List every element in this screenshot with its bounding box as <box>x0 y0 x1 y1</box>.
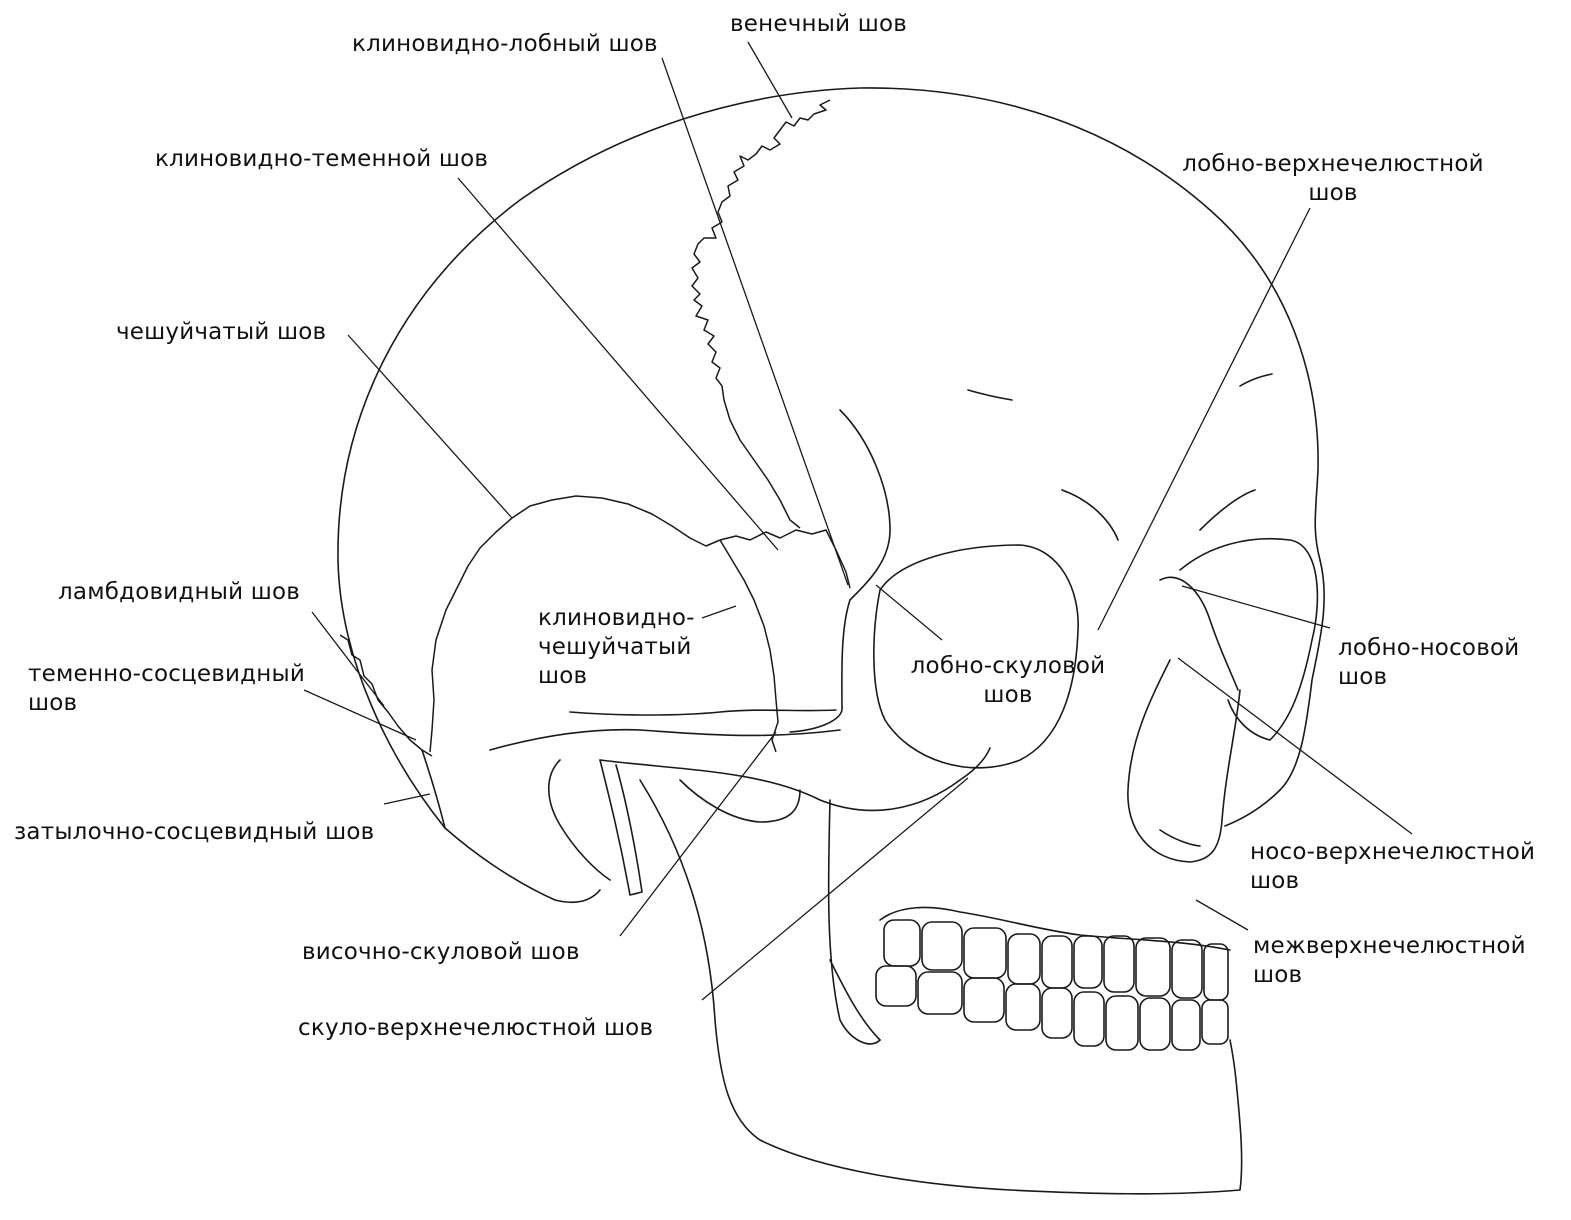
label-squamous-suture: чешуйчатый шов <box>116 318 326 347</box>
label-frontozygomatic-suture: лобно-скуловой шов <box>900 652 1116 710</box>
label-frontomaxillary-suture: лобно-верхнечелюстной шов <box>1168 150 1498 208</box>
coronal-suture <box>692 100 830 528</box>
nasal-aperture <box>1128 660 1240 862</box>
nasal-septum <box>1160 830 1200 846</box>
label-sphenosquamous-suture: клиновидно- чешуйчатый шов <box>538 604 695 691</box>
styloid-process <box>600 760 642 895</box>
label-line: шов <box>1338 663 1519 692</box>
occipitomastoid-suture <box>422 750 445 828</box>
label-line: шов <box>900 681 1116 710</box>
label-line: шов <box>28 689 305 718</box>
zygomatic-arch-lower <box>600 748 990 810</box>
temporal-line <box>570 710 836 715</box>
condyle-outline <box>680 780 800 822</box>
pterion-outline <box>720 530 850 588</box>
mandible-ramus-front <box>830 960 880 1040</box>
label-coronal-suture: венечный шов <box>730 10 907 39</box>
label-line: шов <box>1253 961 1526 990</box>
label-line: клиновидно- <box>538 604 695 633</box>
label-line: носо-верхнечелюстной <box>1250 838 1535 867</box>
brow-arc-2 <box>1062 490 1118 540</box>
upper-teeth <box>880 907 1230 1000</box>
label-intermaxillary-suture: межверхнечелюстной шов <box>1253 932 1526 990</box>
label-sphenofrontal-suture: клиновидно-лобный шов <box>352 30 658 59</box>
label-occipitomastoid-suture: затылочно-сосцевидный шов <box>14 818 374 847</box>
label-nasomaxillary-suture: носо-верхнечелюстной шов <box>1250 838 1535 896</box>
lower-teeth <box>876 966 1228 1050</box>
label-line: межверхнечелюстной <box>1253 932 1526 961</box>
brow-arc-3 <box>1240 374 1272 386</box>
label-line: лобно-верхнечелюстной <box>1168 150 1498 179</box>
label-line: шов <box>1168 179 1498 208</box>
zygomatic-arch-upper <box>490 730 840 750</box>
label-line: шов <box>1250 867 1535 896</box>
brow-arc-4 <box>1200 490 1255 530</box>
label-zygomaticomaxillary-suture: скуло-верхнечелюстной шов <box>298 1014 653 1043</box>
label-line: чешуйчатый <box>538 633 695 662</box>
label-temporozygomatic-suture: височно-скуловой шов <box>302 938 580 967</box>
label-frontonasal-suture: лобно-носовой шов <box>1338 634 1519 692</box>
label-lambdoid-suture: ламбдовидный шов <box>58 578 300 607</box>
mastoid-outline <box>549 760 610 880</box>
label-line: лобно-скуловой <box>900 652 1116 681</box>
mandible-outline <box>640 780 1242 1194</box>
zygoma-front <box>829 800 880 1044</box>
label-parietomastoid-suture: теменно-сосцевидный шов <box>28 660 305 718</box>
brow-arc-1 <box>968 390 1012 400</box>
far-orbit-outline <box>1180 539 1317 740</box>
label-line: лобно-носовой <box>1338 634 1519 663</box>
label-sphenoparietal-suture: клиновидно-теменной шов <box>155 145 488 174</box>
label-line: шов <box>538 662 695 691</box>
sphenosquamous-suture <box>720 540 778 752</box>
label-line: теменно-сосцевидный <box>28 660 305 689</box>
occipital-outline <box>445 828 600 902</box>
